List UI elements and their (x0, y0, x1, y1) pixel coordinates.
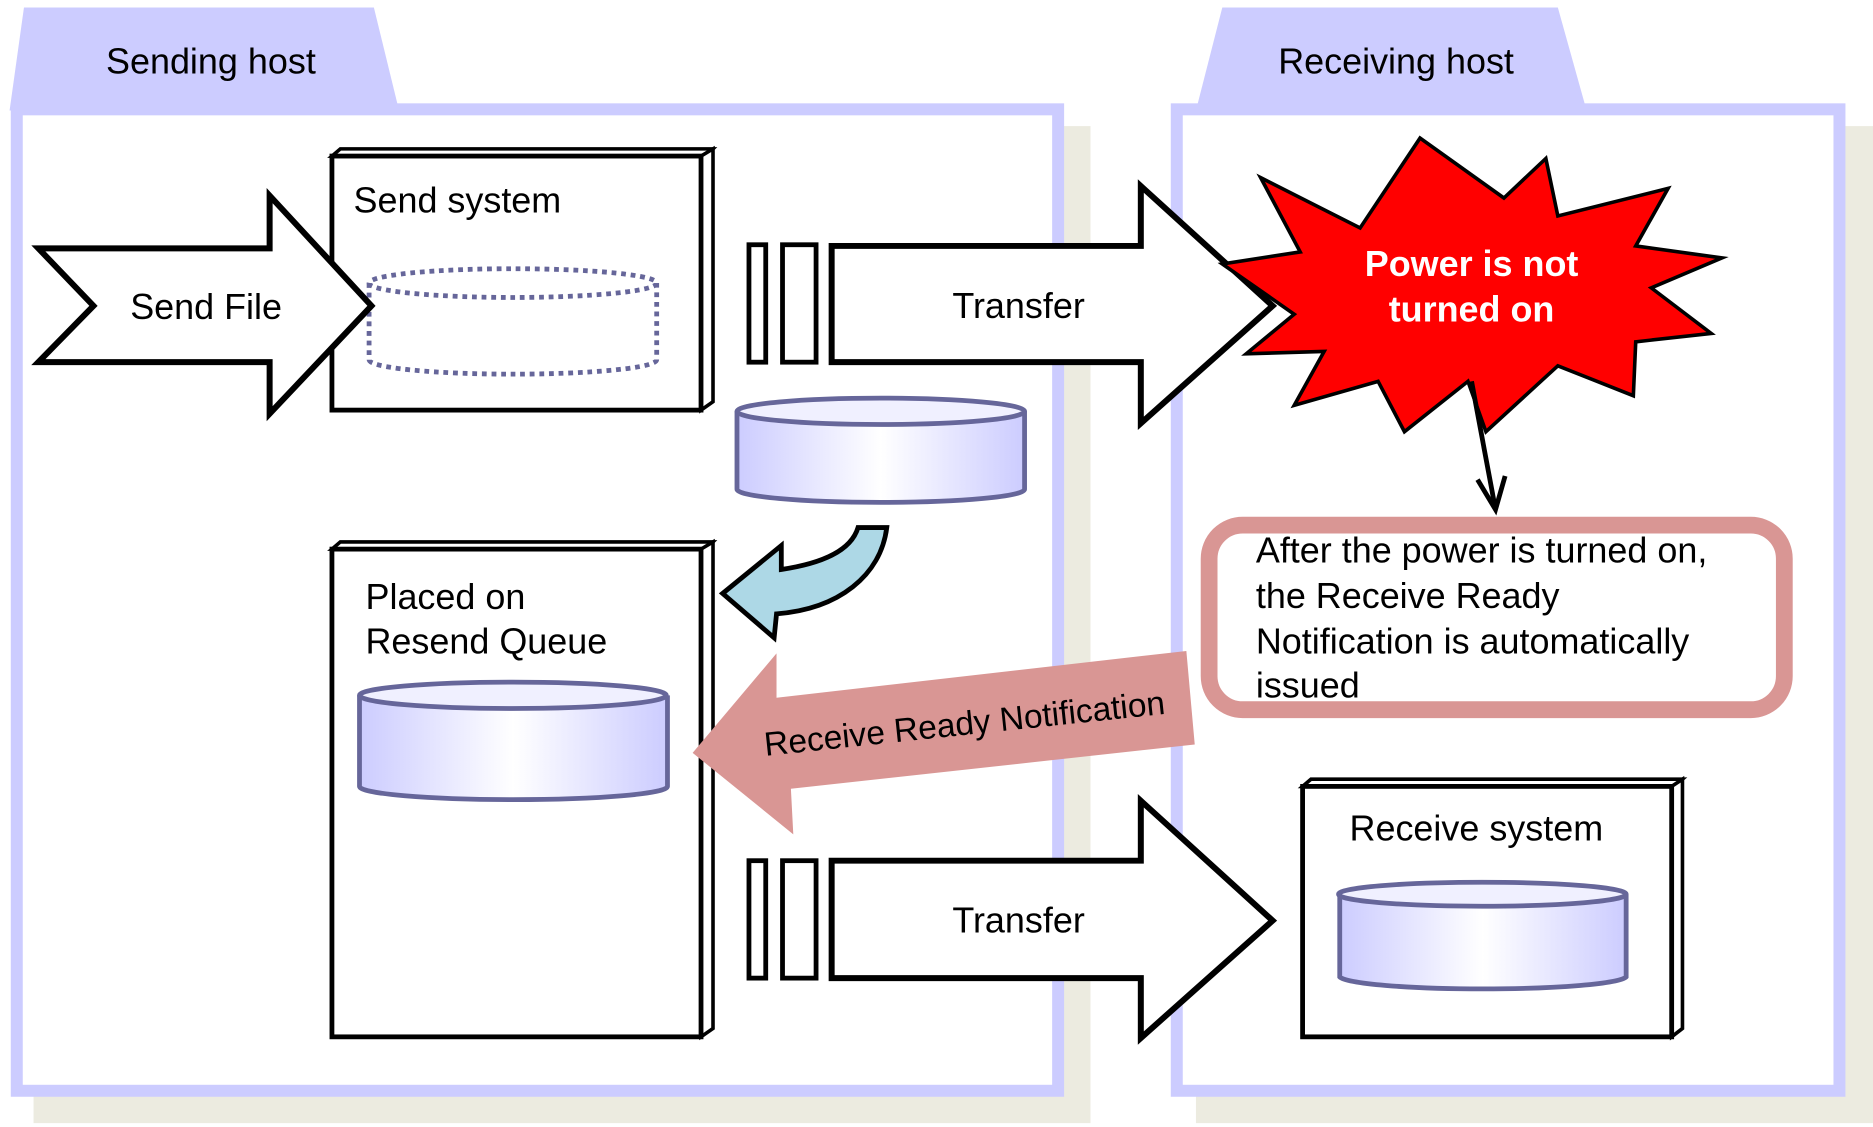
resend-queue-database-icon (357, 679, 670, 803)
receive-system-label: Receive system (1350, 807, 1604, 848)
callout-line: Notification is automatically (1256, 620, 1689, 661)
sending-host-title: Sending host (106, 40, 316, 81)
receive-database-icon (1336, 879, 1629, 992)
callout-line: issued (1256, 665, 1360, 706)
power-burst-line-1: Power is not (1365, 243, 1579, 284)
transfer-arrow-bottom: Transfer (746, 793, 1278, 1045)
resend-queue-label-2: Resend Queue (365, 620, 607, 661)
transfer-bottom-label: Transfer (952, 900, 1084, 941)
receive-ready-notification-arrow: Receive Ready Notification (692, 650, 1195, 835)
receiving-host-tab (1195, 7, 1587, 111)
database-icon-transfer (734, 395, 1027, 505)
callout-line: After the power is turned on, (1256, 529, 1707, 570)
send-file-arrow: Send File (31, 187, 376, 422)
send-system-box: Send system (327, 145, 718, 414)
resend-queue-label-1: Placed on (365, 576, 525, 617)
sending-host-tab (9, 7, 400, 111)
resend-queue-box: Placed on Resend Queue (327, 538, 718, 1041)
auto-notification-callout: After the power is turned on, the Receiv… (1200, 516, 1793, 719)
empty-database-icon (366, 266, 660, 377)
receiving-host-title: Receiving host (1278, 40, 1514, 81)
down-arrow-icon (1469, 380, 1508, 516)
send-file-label: Send File (130, 286, 282, 327)
callout-line: the Receive Ready (1256, 575, 1560, 616)
send-system-label: Send system (354, 179, 562, 220)
transfer-arrow-top: Transfer (746, 179, 1278, 430)
transfer-top-label: Transfer (952, 285, 1084, 326)
receive-system-box: Receive system (1297, 775, 1688, 1041)
curved-arrow-icon (718, 525, 890, 643)
power-burst-line-2: turned on (1389, 288, 1555, 329)
power-off-burst: Power is not turned on (1217, 135, 1729, 435)
